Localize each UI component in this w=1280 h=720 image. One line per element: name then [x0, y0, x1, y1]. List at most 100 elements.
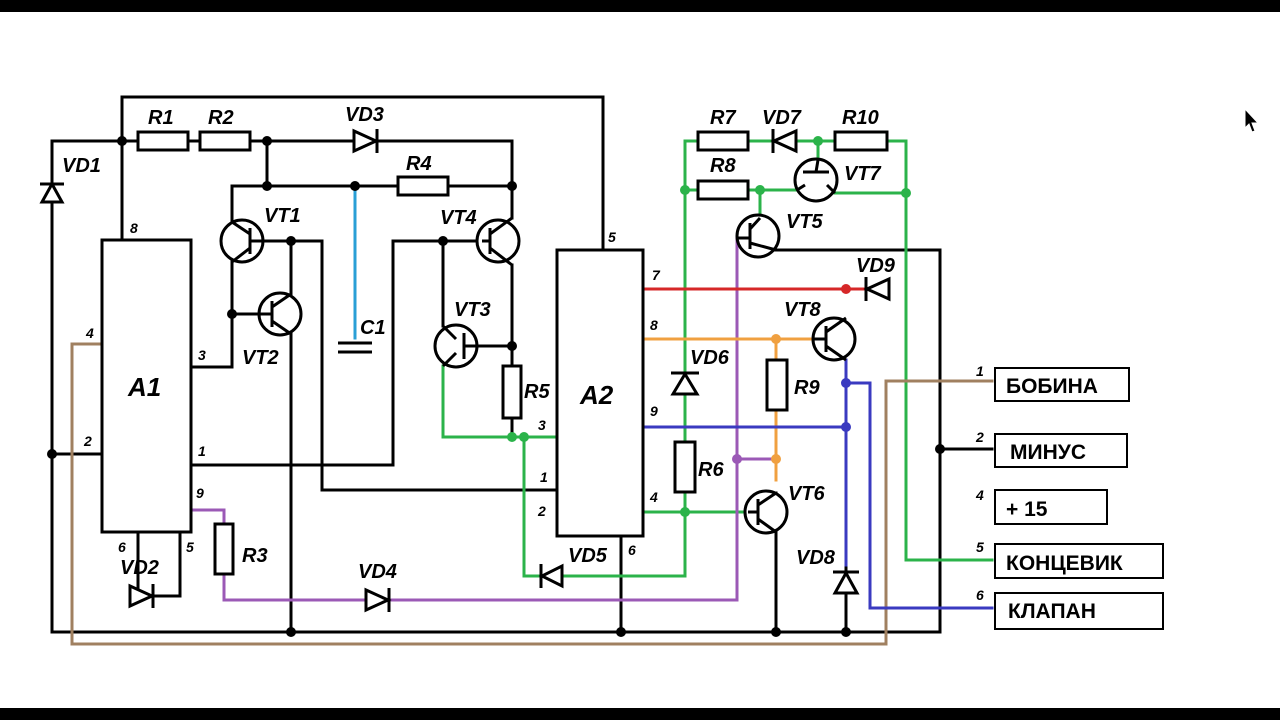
pin-a1-8: 8	[130, 220, 138, 236]
pin-a1-2: 2	[83, 433, 92, 449]
tan-wire	[70, 342, 994, 646]
resistors	[136, 130, 889, 576]
vt6-transistor	[743, 489, 789, 535]
pin-a1-6: 6	[118, 539, 126, 555]
a2-chip	[555, 248, 645, 538]
label-vd2: VD2	[120, 557, 159, 579]
component-labels: R1 R2 VD3 R4 VD1 VT1 VT2 VT4 VT3 C1 R5 A…	[62, 104, 896, 583]
label-vt8: VT8	[784, 299, 822, 321]
pin-a2-1: 1	[540, 469, 548, 485]
label-r9: R9	[794, 377, 820, 399]
vd3-diode	[352, 128, 380, 154]
label-r10: R10	[842, 107, 879, 129]
label-vd6: VD6	[690, 347, 730, 369]
top-letterbox	[0, 0, 1280, 12]
label-a1: A1	[127, 372, 161, 402]
purple-wire-right	[390, 236, 739, 602]
terminal-plus15: 4 + 15	[975, 487, 1108, 525]
pin-a2-3: 3	[538, 417, 546, 433]
vt1-transistor	[219, 218, 265, 264]
r3-body	[213, 522, 235, 576]
vd2-diode	[128, 583, 156, 609]
vt8-transistor	[811, 316, 857, 362]
vd4-diode	[364, 587, 392, 613]
r7-body	[696, 130, 750, 152]
svg-text:+ 15: + 15	[1006, 498, 1048, 521]
svg-text:2: 2	[975, 429, 984, 445]
svg-text:5: 5	[976, 539, 984, 555]
pin-a2-6: 6	[628, 542, 636, 558]
label-vt6: VT6	[788, 483, 826, 505]
vt5-transistor	[735, 213, 781, 259]
vt4-transistor	[475, 216, 521, 267]
navy-wires	[641, 358, 994, 610]
label-vt1: VT1	[264, 205, 301, 227]
vt7-transistor	[793, 157, 839, 203]
terminal-kontsevik: 5 КОНЦЕВИК	[976, 539, 1164, 579]
pin-a2-9: 9	[650, 403, 658, 419]
r10-body	[833, 130, 889, 152]
label-r2: R2	[208, 107, 234, 129]
pin-a2-7: 7	[652, 267, 661, 283]
svg-text:КОНЦЕВИК: КОНЦЕВИК	[1006, 552, 1123, 575]
pin-a2-4: 4	[649, 489, 658, 505]
vd5-diode	[538, 563, 564, 589]
label-vd3: VD3	[345, 104, 384, 126]
svg-text:КЛАПАН: КЛАПАН	[1008, 600, 1096, 623]
label-c1: C1	[360, 317, 386, 339]
label-r7: R7	[710, 107, 736, 129]
svg-text:1: 1	[976, 363, 984, 379]
label-vt3: VT3	[454, 299, 491, 321]
r6-body	[673, 440, 697, 494]
r4-body	[396, 175, 450, 197]
r9-body	[765, 358, 789, 412]
label-vd9: VD9	[856, 255, 896, 277]
terminal-klapan: 6 КЛАПАН	[976, 587, 1164, 630]
label-vd1: VD1	[62, 155, 101, 177]
svg-text:6: 6	[976, 587, 984, 603]
label-vd7: VD7	[762, 107, 802, 129]
r2-body	[198, 130, 252, 152]
bottom-letterbox	[0, 708, 1280, 720]
label-vt7: VT7	[844, 163, 882, 185]
svg-text:4: 4	[975, 487, 984, 503]
svg-text:МИНУС: МИНУС	[1010, 441, 1086, 464]
r1-body	[136, 130, 190, 152]
pin-a1-1: 1	[198, 443, 206, 459]
svg-text:БОБИНА: БОБИНА	[1006, 375, 1098, 398]
label-r4: R4	[406, 153, 432, 175]
diodes	[39, 128, 891, 613]
a1-chip	[100, 238, 193, 534]
pin-a1-9: 9	[196, 485, 204, 501]
label-vt4: VT4	[440, 207, 477, 229]
label-r1: R1	[148, 107, 174, 129]
vd6-diode	[670, 371, 700, 396]
pin-numbers: 8 4 3 2 1 9 6 5 5 7 8 9 3 1 2 4 6	[83, 220, 661, 558]
label-vd4: VD4	[358, 561, 397, 583]
vt3-transistor	[433, 323, 479, 369]
mouse-cursor-icon	[1244, 108, 1260, 133]
vd1-diode	[39, 180, 65, 204]
label-vd5: VD5	[568, 545, 608, 567]
label-r6: R6	[698, 459, 724, 481]
label-r5: R5	[524, 381, 550, 403]
transistors	[219, 157, 857, 535]
vt2-transistor	[257, 291, 303, 337]
label-vt2: VT2	[242, 347, 279, 369]
label-vt5: VT5	[786, 211, 824, 233]
vd8-diode	[832, 569, 860, 595]
r5-body	[501, 364, 523, 420]
terminal-minus: 2 МИНУС	[975, 429, 1128, 468]
label-r3: R3	[242, 545, 268, 567]
pin-a1-3: 3	[198, 347, 206, 363]
vd7-diode	[770, 128, 798, 154]
terminal-blocks: 1 БОБИНА 2 МИНУС 4 + 15 5 КОНЦЕВИК 6 КЛА…	[975, 363, 1164, 630]
pin-a2-8: 8	[650, 317, 658, 333]
c1-capacitor	[338, 341, 372, 354]
r8-body	[696, 179, 750, 201]
pin-a1-5: 5	[186, 539, 194, 555]
junction-dots	[47, 136, 945, 637]
vd9-diode	[863, 276, 891, 302]
terminal-bobina: 1 БОБИНА	[976, 363, 1130, 402]
